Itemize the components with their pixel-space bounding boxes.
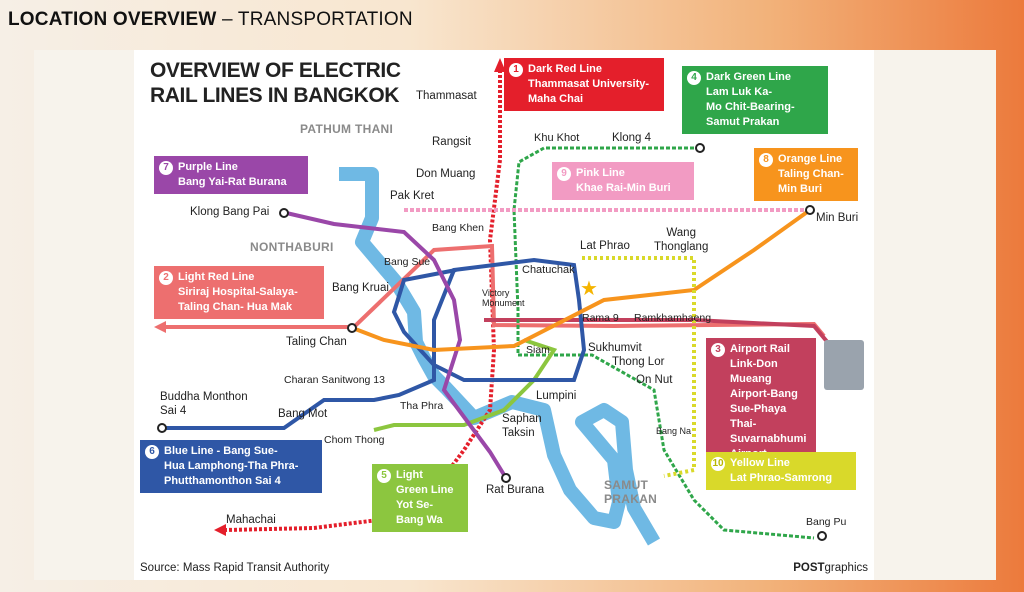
station-mahachai: Mahachai [226, 514, 276, 526]
mahachai-arrow [214, 524, 226, 536]
station-pak-kret: Pak Kret [390, 190, 435, 202]
station-tha-phra: Tha Phra [400, 400, 444, 412]
legend-blue-line: 6 Blue Line - Bang Sue- Hua Lamphong-Tha… [140, 440, 322, 493]
legend-dark-red-line: 1 Dark Red Line Thammasat University- Ma… [504, 58, 664, 111]
terminal-taling-chan [347, 323, 357, 333]
dark-green-line [512, 146, 815, 540]
legend-orange-line: 8 Orange Line Taling Chan- Min Buri [754, 148, 858, 201]
legend-airport-rail-link: 3 Airport Rail Link-Don Mueang Airport-B… [706, 338, 816, 466]
light-red-arrow [154, 321, 166, 333]
terminal-klong-bang-pai [279, 208, 289, 218]
legend-yellow-line: 10 Yellow Line Lat Phrao-Samrong [706, 452, 856, 490]
blue-line [162, 257, 587, 430]
map-title: OVERVIEW OF ELECTRIC RAIL LINES IN BANGK… [150, 59, 401, 107]
project-location-star-icon: ★ [580, 278, 598, 300]
area-nonthaburi: NONTHABURI [250, 240, 334, 254]
station-min-buri: Min Buri [816, 212, 859, 224]
airport-area [824, 340, 864, 390]
dark-red-arrow [494, 58, 506, 72]
station-bang-pu: Bang Pu [806, 516, 847, 528]
station-lumpini: Lumpini [536, 390, 577, 402]
legend-pink-line: 9 Pink Line Khae Rai-Min Buri [552, 162, 694, 200]
station-lat-phrao: Lat Phrao [580, 240, 630, 252]
rail-map: OVERVIEW OF ELECTRIC RAIL LINES IN BANGK… [134, 50, 874, 580]
station-don-muang: Don Muang [416, 168, 476, 180]
terminal-rat-burana [501, 473, 511, 483]
station-bang-khen: Bang Khen [432, 222, 484, 234]
station-bang-mot: Bang Mot [278, 408, 328, 420]
station-klong4: Klong 4 [612, 132, 652, 144]
terminal-min-buri [805, 205, 815, 215]
station-taling-chan: Taling Chan [286, 336, 347, 348]
station-siam: Siam [526, 344, 550, 356]
station-bang-kruai: Bang Kruai [332, 282, 389, 294]
legend-light-green-line: 5 Light Green Line Yot Se- Bang Wa [372, 464, 468, 532]
station-rangsit: Rangsit [432, 136, 471, 148]
station-sukhumvit: Sukhumvit [588, 342, 642, 354]
purple-line [281, 210, 508, 480]
station-chatuchak: Chatuchak [522, 264, 575, 276]
area-pathum-thani: PATHUM THANI [300, 122, 394, 136]
terminal-klong4 [695, 143, 705, 153]
airport-rail-line [484, 318, 836, 352]
orange-line [349, 208, 812, 353]
station-charan-sanitwong: Charan Sanitwong 13 [284, 374, 385, 386]
station-rama9: Rama 9 [582, 312, 619, 324]
station-klong-bang-pai: Klong Bang Pai [190, 206, 270, 218]
source-note: Source: Mass Rapid Transit Authority [140, 562, 330, 574]
station-rat-burana: Rat Burana [486, 484, 545, 496]
station-chom-thong: Chom Thong [324, 434, 385, 446]
station-bang-na: Bang Na [656, 426, 692, 436]
station-thong-lor: Thong Lor [612, 356, 665, 368]
light-green-line [373, 338, 558, 432]
slide-title: LOCATION OVERVIEW – TRANSPORTATION [8, 9, 413, 30]
post-graphics-credit: POSTgraphics [793, 562, 868, 574]
station-on-nut: On Nut [636, 374, 673, 386]
station-bang-sue: Bang Sue [384, 256, 431, 268]
legend-light-red-line: 2 Light Red Line Siriraj Hospital-Salaya… [154, 266, 324, 319]
station-thammasat: Thammasat [416, 90, 477, 102]
terminal-bang-pu [817, 531, 827, 541]
terminal-buddha-monthon [157, 423, 167, 433]
legend-dark-green-line: 4 Dark Green Line Lam Luk Ka- Mo Chit-Be… [682, 66, 828, 134]
yellow-line [582, 256, 696, 478]
legend-purple-line: 7 Purple Line Bang Yai-Rat Burana [154, 156, 308, 194]
station-khu-khot: Khu Khot [534, 132, 580, 144]
rail-routes-svg [154, 58, 864, 546]
river [339, 167, 661, 546]
station-ramkhamhaeng: Ramkhamhaeng [634, 312, 712, 324]
dark-red-line [225, 70, 502, 532]
